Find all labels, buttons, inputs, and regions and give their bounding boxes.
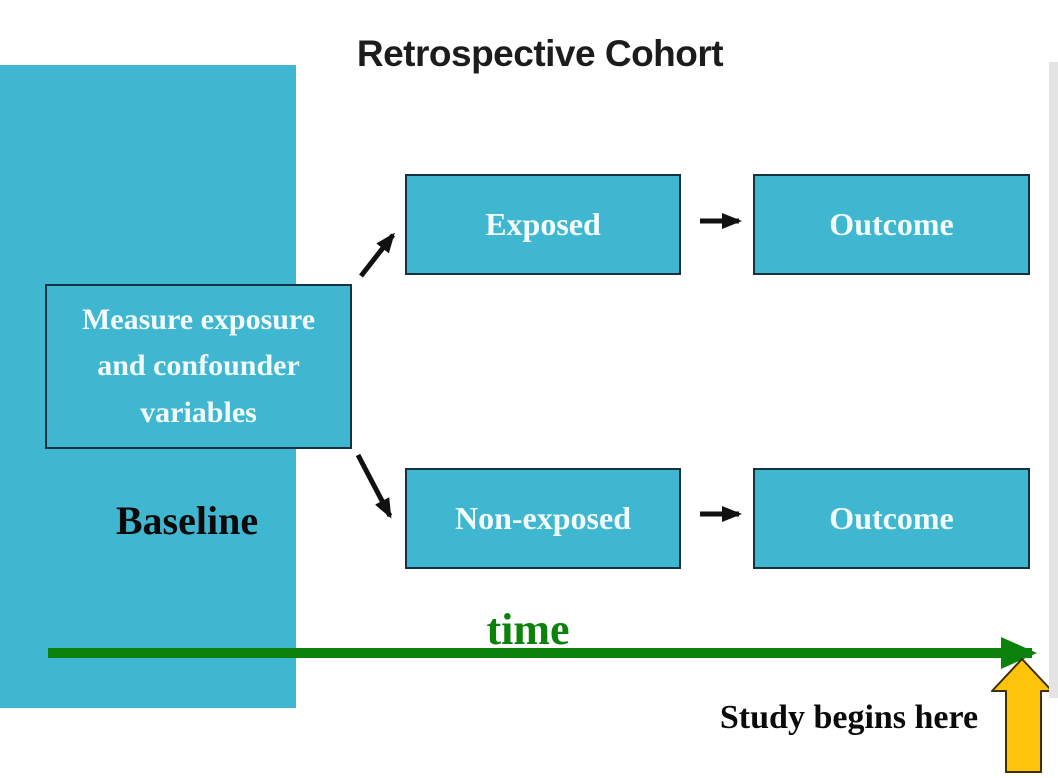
node-exposed-label: Exposed (485, 206, 601, 242)
node-outcome-non-exposed: Outcome (753, 468, 1030, 569)
node-measure-exposure: Measure exposure and confounder variable… (45, 284, 352, 449)
time-axis-label: time (486, 605, 570, 654)
node-outcome-exposed: Outcome (753, 174, 1030, 275)
node-measure-exposure-label: Measure exposure and confounder variable… (81, 302, 316, 429)
node-non-exposed-label: Non-exposed (454, 500, 631, 536)
diagram-title: Retrospective Cohort (356, 33, 724, 74)
scrollbar-track[interactable] (1049, 62, 1058, 698)
node-non-exposed: Non-exposed (405, 468, 681, 569)
node-exposed: Exposed (405, 174, 681, 275)
arrow-measure-to-nonexposed-icon (355, 453, 393, 519)
arrow-measure-to-exposed-icon (359, 232, 395, 278)
node-outcome-exposed-label: Outcome (829, 206, 954, 242)
study-begins-label: Study begins here (719, 699, 979, 736)
baseline-label: Baseline (115, 498, 259, 543)
node-outcome-non-exposed-label: Outcome (829, 500, 954, 536)
